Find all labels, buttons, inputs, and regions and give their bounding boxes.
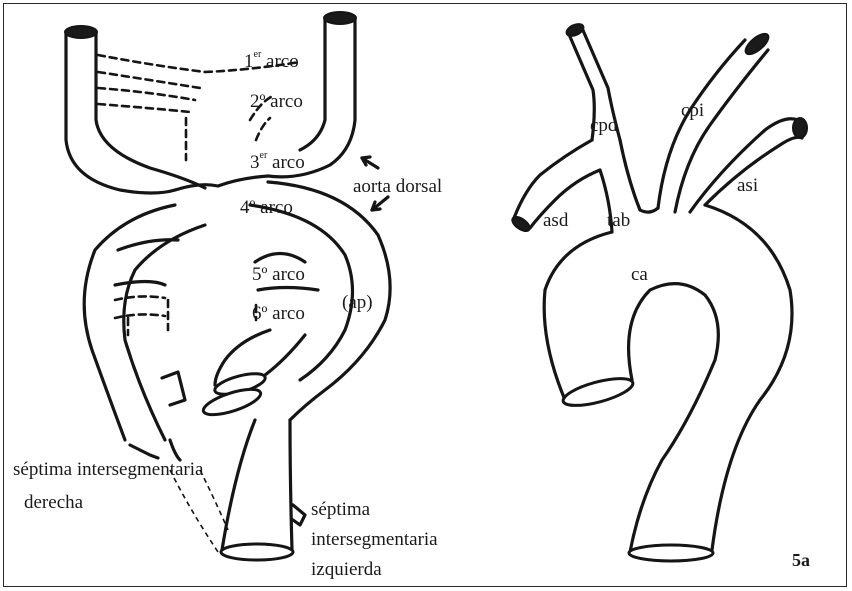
- label-arco-1-word: arco: [266, 51, 299, 72]
- descending-aorta-right: [290, 420, 292, 550]
- right-dorsal-aorta-cap: [324, 12, 356, 24]
- right-seventh-stub: [130, 445, 158, 458]
- label-cpd: cpd: [590, 116, 617, 135]
- arch-outer-right: [705, 205, 792, 550]
- asd-cap: [510, 214, 532, 234]
- label-arco-4: 4º arco: [240, 198, 293, 217]
- descending-aorta-left: [222, 420, 255, 550]
- label-ca: ca: [631, 265, 648, 284]
- pulmonary-spout-lower: [265, 335, 305, 375]
- label-septima-derecha-1: séptima intersegmentaria: [13, 460, 203, 479]
- arch-5-left-dash: [115, 296, 165, 300]
- right-seventh-stub-b: [170, 440, 180, 460]
- label-arco-2: 2º arco: [250, 92, 303, 111]
- label-arco-1-number: 1: [244, 51, 254, 72]
- label-asi: asi: [737, 176, 758, 195]
- arch-4-left-segment: [118, 240, 178, 250]
- label-arco-3-number: 3: [250, 152, 260, 173]
- left-dorsal-aorta-cap: [65, 26, 97, 38]
- arch-2-b: [98, 88, 195, 100]
- right-subclavian-stub: [162, 372, 185, 405]
- figure-number: 5a: [792, 551, 810, 569]
- arch-outer: [544, 232, 612, 400]
- label-arco-1-sup: er: [254, 49, 262, 60]
- regressing-right-dorsal-aorta: [170, 470, 218, 552]
- regressing-right-dorsal-aorta-b: [200, 470, 228, 530]
- descending-aorta-cap: [221, 544, 293, 560]
- asi-cap: [793, 118, 807, 138]
- arch-2-c: [98, 104, 190, 112]
- left-seventh-stub: [293, 505, 305, 525]
- arch-6-right-upper: [258, 288, 318, 291]
- cpi-left-edge: [658, 40, 745, 208]
- label-arco-1: 1er arco: [244, 52, 299, 71]
- arch-junction-notch: [175, 176, 268, 190]
- ascending-aorta-cap: [561, 373, 636, 411]
- arch-1-left: [98, 55, 205, 72]
- left-dorsal-aorta-outer: [66, 32, 175, 193]
- label-asd: asd: [543, 211, 568, 230]
- arch-5-right: [255, 254, 305, 263]
- right-dorsal-aorta-inner: [300, 18, 325, 150]
- descending-aorta-adult-cap: [629, 545, 713, 561]
- cpi-cap: [742, 30, 771, 57]
- label-arco-6: 6º arco: [252, 304, 305, 323]
- arch-top: [640, 208, 658, 212]
- arch-2-right-b: [256, 118, 270, 140]
- label-arco-3-sup: er: [260, 150, 268, 161]
- label-septima-izquierda-3: izquierda: [311, 560, 382, 579]
- arch-4-left-segment-b: [115, 282, 165, 286]
- ventral-loop-left-inner: [124, 225, 205, 440]
- label-septima-izquierda-1: séptima: [311, 500, 370, 519]
- label-ap: (ap): [342, 293, 373, 312]
- aortic-loop-right-inner: [250, 205, 353, 380]
- arch-2-left: [98, 72, 200, 88]
- cpd-cap: [565, 22, 586, 39]
- label-septima-derecha-2: derecha: [24, 493, 83, 512]
- left-dorsal-aorta-inner: [96, 32, 205, 188]
- label-cpi: cpi: [681, 101, 704, 120]
- tab-right-edge: [620, 140, 640, 210]
- label-arco-3-word: arco: [272, 152, 305, 173]
- label-septima-izquierda-2: intersegmentaria: [311, 530, 438, 549]
- label-tab: tab: [607, 211, 630, 230]
- adult-arch-diagram: [510, 22, 807, 561]
- arch-inner: [629, 284, 719, 552]
- label-arco-3: 3er arco: [250, 153, 305, 172]
- label-arco-5: 5º arco: [252, 265, 305, 284]
- label-aorta-dorsal: aorta dorsal: [353, 177, 442, 196]
